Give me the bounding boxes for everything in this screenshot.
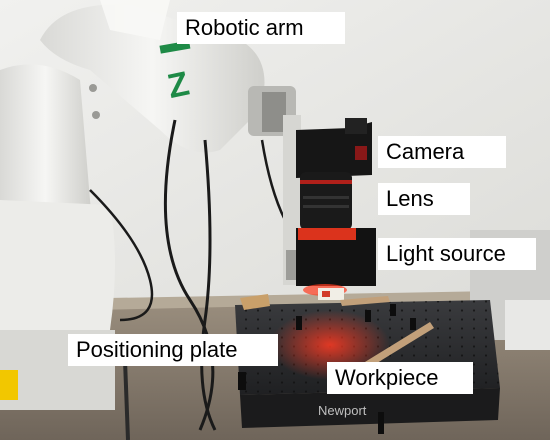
cardboard-piece: [240, 294, 270, 310]
brass-strip: [340, 296, 390, 306]
label-lens: Lens: [378, 183, 470, 215]
label-workpiece: Workpiece: [327, 362, 473, 394]
camera-body: [296, 122, 372, 178]
label-robotic-arm: Robotic arm: [177, 12, 345, 44]
newport-logo: Newport: [318, 403, 367, 418]
workpiece: [318, 288, 344, 300]
label-light-source: Light source: [378, 238, 536, 270]
base-bolt: [89, 84, 97, 92]
warning-sticker: [0, 370, 18, 400]
table-edge: [0, 290, 550, 312]
camera-lens: [300, 172, 352, 230]
cable: [163, 119, 215, 431]
plate-base: [240, 388, 500, 428]
label-positioning-plate: Positioning plate: [68, 334, 278, 366]
label-camera: Camera: [378, 136, 506, 168]
clamp-post: [296, 316, 302, 330]
